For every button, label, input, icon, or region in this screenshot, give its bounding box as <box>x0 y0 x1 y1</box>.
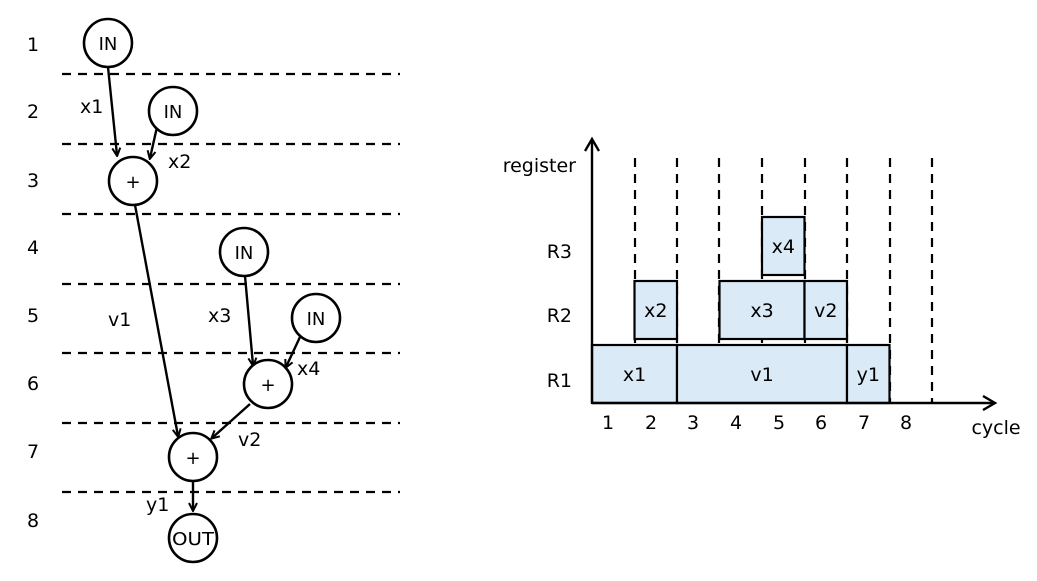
edge-x1 <box>106 66 117 155</box>
node-label: + <box>125 172 140 193</box>
step-label: 2 <box>27 101 39 123</box>
input-node: IN <box>82 17 134 69</box>
lifetime-box-x4 <box>760 215 806 277</box>
edge-label-x3: x3 <box>208 305 231 327</box>
step-labels: 1 2 3 4 5 6 7 8 <box>27 34 39 532</box>
input-node: IN <box>290 292 342 344</box>
node-label: IN <box>307 309 326 330</box>
cycle-tick-label: 1 <box>602 412 614 434</box>
edge-label-v2: v2 <box>238 429 261 451</box>
input-node: IN <box>147 85 199 137</box>
edge-x4 <box>286 336 302 367</box>
graph-edges <box>106 66 302 510</box>
step-label: 4 <box>27 237 39 259</box>
node-label: IN <box>235 243 254 264</box>
node-label: + <box>260 375 275 396</box>
lifetime-label: v2 <box>814 300 837 322</box>
edge-x2 <box>150 126 159 158</box>
register-labels: R1 R2 R3 <box>547 241 572 392</box>
cycle-tick-label: 7 <box>858 412 870 434</box>
lifetime-box-v2 <box>803 279 849 341</box>
lifetime-box-x2 <box>633 279 679 341</box>
step-separators <box>62 72 400 494</box>
cycle-tick-label: 5 <box>773 412 785 434</box>
edge-label-x4: x4 <box>297 358 320 380</box>
lifetime-box-y1 <box>845 343 891 405</box>
cycle-tick-label: 4 <box>730 412 742 434</box>
cycle-tick-label: 6 <box>815 412 827 434</box>
step-label: 5 <box>27 305 39 327</box>
lifetime-label: x2 <box>644 300 667 322</box>
step-label: 1 <box>27 34 39 56</box>
adder-node: + <box>242 358 294 410</box>
edge-label-x1: x1 <box>80 96 103 118</box>
lifetime-label: y1 <box>857 364 880 386</box>
dataflow-graph: 1 2 3 4 5 6 7 8 x1 x2 v1 x3 x4 v2 y1 <box>27 17 400 564</box>
node-label: OUT <box>172 529 215 550</box>
edge-label-v1: v1 <box>108 309 131 331</box>
step-label: 3 <box>27 170 39 192</box>
node-label: + <box>185 448 200 469</box>
cycle-tick-label: 8 <box>900 412 912 434</box>
cycle-tick-label: 3 <box>687 412 699 434</box>
edge-v2 <box>212 403 251 438</box>
edge-label-x2: x2 <box>168 151 191 173</box>
lifetime-label: v1 <box>750 364 773 386</box>
lifetime-boxes: x1 v1 y1 x2 x3 v2 x4 <box>590 215 891 405</box>
x-axis-label: cycle <box>971 417 1020 439</box>
lifetime-label: x1 <box>623 364 646 386</box>
output-node: OUT <box>167 512 219 564</box>
step-label: 6 <box>27 373 39 395</box>
graph-nodes: IN IN + IN IN + <box>82 17 342 564</box>
lifetime-box-v1 <box>675 343 849 405</box>
node-label: IN <box>99 34 118 55</box>
edge-v1 <box>133 204 178 436</box>
cycle-boundaries <box>633 158 934 403</box>
lifetime-label: x4 <box>772 236 795 258</box>
register-label: R2 <box>547 305 572 327</box>
adder-node: + <box>107 155 159 207</box>
lifetime-label: x3 <box>750 300 773 322</box>
edge-labels: x1 x2 v1 x3 x4 v2 y1 <box>80 96 320 516</box>
register-label: R1 <box>547 370 572 392</box>
node-label: IN <box>164 102 183 123</box>
step-label: 8 <box>27 510 39 532</box>
edge-x3 <box>243 275 253 365</box>
input-node: IN <box>218 226 270 278</box>
lifetime-box-x3 <box>718 279 806 341</box>
adder-node: + <box>167 431 219 483</box>
cycle-tick-labels: 1 2 3 4 5 6 7 8 <box>602 412 912 434</box>
y-axis-label: register <box>503 155 576 177</box>
step-label: 7 <box>27 441 39 463</box>
edge-label-y1: y1 <box>146 494 169 516</box>
cycle-tick-label: 2 <box>645 412 657 434</box>
lifetime-chart: x1 v1 y1 x2 x3 v2 x4 register cycle R1 R2 R3 1… <box>503 140 1021 439</box>
register-label: R3 <box>547 241 572 263</box>
